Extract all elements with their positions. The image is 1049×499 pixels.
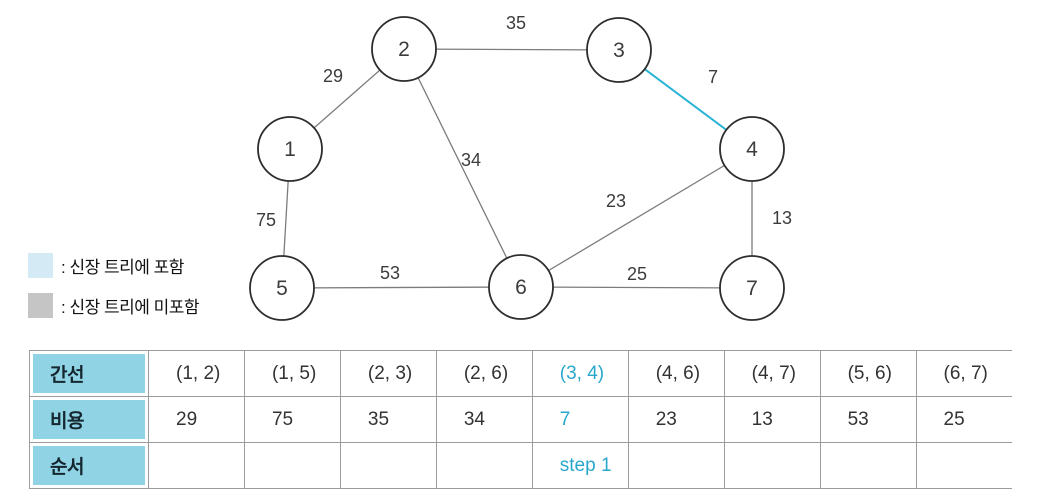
cell-step-2 bbox=[339, 442, 437, 489]
edge-2-6 bbox=[403, 48, 522, 288]
cell-cost-0: 29 bbox=[148, 396, 245, 443]
cell-edge-4: (3, 4) bbox=[531, 350, 629, 397]
cell-cost-8: 25 bbox=[915, 396, 1012, 443]
node-circle-6 bbox=[488, 254, 554, 320]
node-label-5: 5 bbox=[276, 277, 288, 300]
cell-step-7 bbox=[819, 442, 917, 489]
legend-label-excluded: : 신장 트리에 미포함 bbox=[61, 297, 200, 317]
cell-step-8 bbox=[915, 442, 1012, 489]
included-swatch-icon bbox=[28, 252, 53, 278]
edge-weight-2-6: 34 bbox=[461, 150, 481, 170]
table-row-edge: 간선(1, 2)(1, 5)(2, 3)(2, 6)(3, 4)(4, 6)(4… bbox=[29, 350, 1012, 397]
steps-table: 간선(1, 2)(1, 5)(2, 3)(2, 6)(3, 4)(4, 6)(4… bbox=[29, 350, 1012, 489]
node-label-6: 6 bbox=[515, 276, 527, 299]
node-label-2: 2 bbox=[398, 38, 410, 61]
cell-edge-0: (1, 2) bbox=[148, 350, 245, 397]
cell-edge-2: (2, 3) bbox=[339, 350, 437, 397]
node-circle-7 bbox=[719, 255, 785, 321]
node-label-4: 4 bbox=[746, 138, 758, 161]
edge-5-6 bbox=[281, 286, 522, 289]
edge-weight-4-7: 13 bbox=[772, 208, 792, 228]
node-circle-2 bbox=[371, 16, 437, 82]
edge-2-3 bbox=[403, 48, 620, 51]
cell-edge-5: (4, 6) bbox=[627, 350, 725, 397]
cell-edge-6: (4, 7) bbox=[723, 350, 821, 397]
excluded-swatch-icon bbox=[28, 292, 53, 318]
cell-cost-1: 75 bbox=[243, 396, 341, 443]
legend: : 신장 트리에 포함 : 신장 트리에 미포함 bbox=[28, 252, 200, 318]
cell-cost-6: 13 bbox=[723, 396, 821, 443]
row-label-step: 순서 bbox=[29, 442, 149, 489]
legend-label-included: : 신장 트리에 포함 bbox=[61, 257, 184, 277]
edge-weight-1-2: 29 bbox=[323, 66, 343, 86]
cell-step-6 bbox=[723, 442, 821, 489]
node-label-1: 1 bbox=[284, 138, 296, 161]
row-label-edge: 간선 bbox=[29, 350, 149, 397]
cell-cost-3: 34 bbox=[435, 396, 533, 443]
node-circle-3 bbox=[586, 17, 652, 83]
legend-item-excluded: : 신장 트리에 미포함 bbox=[28, 292, 200, 318]
steps-table-body: 간선(1, 2)(1, 5)(2, 3)(2, 6)(3, 4)(4, 6)(4… bbox=[29, 350, 1012, 489]
edge-weight-6-7: 25 bbox=[627, 264, 647, 284]
cell-step-1 bbox=[243, 442, 341, 489]
table-row-step: 순서 step 1 bbox=[29, 442, 1012, 489]
cell-step-0 bbox=[148, 442, 245, 489]
cell-cost-2: 35 bbox=[339, 396, 437, 443]
node-label-7: 7 bbox=[746, 277, 758, 300]
cell-cost-7: 53 bbox=[819, 396, 917, 443]
cell-edge-7: (5, 6) bbox=[819, 350, 917, 397]
cell-edge-1: (1, 5) bbox=[243, 350, 341, 397]
cell-step-3 bbox=[435, 442, 533, 489]
cell-edge-3: (2, 6) bbox=[435, 350, 533, 397]
cell-cost-4: 7 bbox=[531, 396, 629, 443]
edge-weight-4-6: 23 bbox=[606, 191, 626, 211]
cell-step-4: step 1 bbox=[531, 442, 629, 489]
edge-weight-1-5: 75 bbox=[256, 210, 276, 230]
node-circle-4 bbox=[719, 116, 785, 182]
node-circle-1 bbox=[257, 116, 323, 182]
node-circle-5 bbox=[249, 255, 315, 321]
edge-weight-2-3: 35 bbox=[506, 13, 526, 33]
cell-step-5 bbox=[627, 442, 725, 489]
cell-cost-5: 23 bbox=[627, 396, 725, 443]
edge-weight-5-6: 53 bbox=[380, 263, 400, 283]
legend-item-included: : 신장 트리에 포함 bbox=[28, 252, 199, 278]
edge-4-6 bbox=[520, 148, 753, 288]
row-label-cost: 비용 bbox=[29, 396, 149, 443]
cell-edge-8: (6, 7) bbox=[915, 350, 1012, 397]
edge-weight-3-4: 7 bbox=[708, 67, 718, 87]
edge-6-7 bbox=[520, 286, 753, 289]
node-label-3: 3 bbox=[613, 39, 625, 62]
